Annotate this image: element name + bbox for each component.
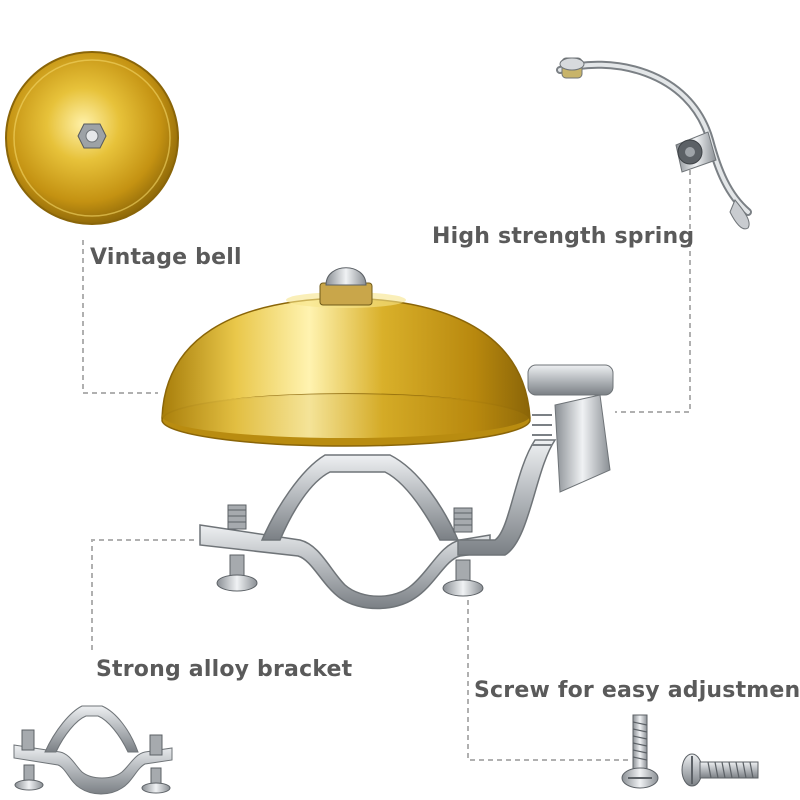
main-spring [527,364,614,493]
main-bracket [199,439,557,610]
leader-line-bell [82,240,158,394]
vintage-bell-top-view [5,51,179,225]
label-vintage-bell: Vintage bell [90,245,242,270]
screw-vertical [621,714,659,789]
label-high-strength-spring: High strength spring [432,224,695,249]
leader-line-bracket [91,539,195,650]
label-strong-alloy-bracket: Strong alloy bracket [96,657,353,682]
leader-line-spring [615,170,691,413]
label-screw-adjustment: Screw for easy adjustment [474,678,800,703]
screw-horizontal [681,753,759,787]
bell-dome [161,292,531,447]
leader-lines [82,170,691,761]
spring-detail [556,57,752,230]
acorn-nut [319,267,373,306]
bracket-detail [13,705,173,795]
bell-assembly [161,267,614,610]
